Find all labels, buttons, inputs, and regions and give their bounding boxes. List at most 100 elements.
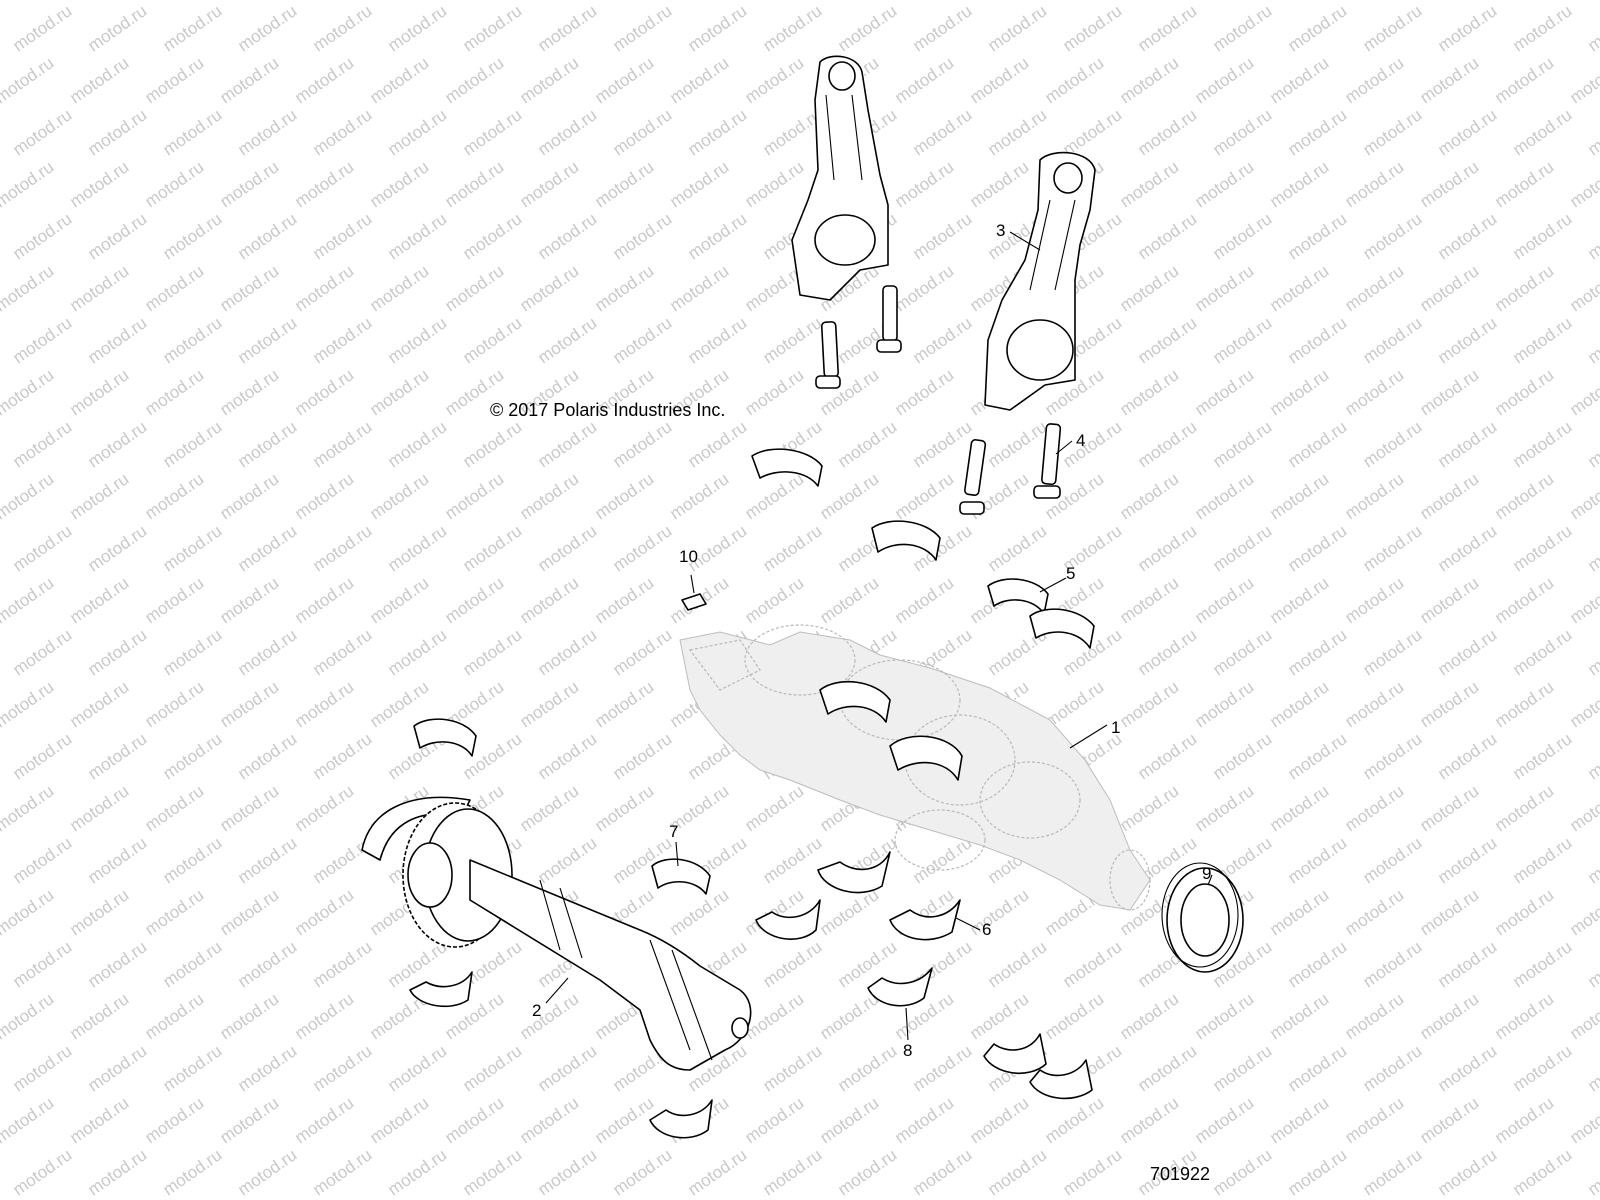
watermark-text: motod.ru bbox=[216, 1093, 282, 1147]
watermark-text: motod.ru bbox=[1059, 417, 1125, 471]
bearing-shell[interactable] bbox=[817, 851, 891, 894]
watermark-text: motod.ru bbox=[816, 0, 882, 3]
connecting-rod-left[interactable] bbox=[791, 55, 889, 301]
balance-shaft[interactable] bbox=[361, 796, 752, 1071]
watermark-text: motod.ru bbox=[9, 937, 75, 991]
watermark-text: motod.ru bbox=[966, 53, 1032, 107]
watermark-text: motod.ru bbox=[1209, 105, 1275, 159]
watermark-text: motod.ru bbox=[1434, 1145, 1500, 1199]
oil-seal[interactable] bbox=[1161, 862, 1244, 973]
watermark-text: motod.ru bbox=[984, 417, 1050, 471]
callout-7[interactable]: 7 bbox=[669, 822, 678, 841]
watermark-text: motod.ru bbox=[1116, 261, 1182, 315]
watermark-text: motod.ru bbox=[1509, 937, 1575, 991]
watermark-text: motod.ru bbox=[1434, 625, 1500, 679]
watermark-text: motod.ru bbox=[909, 1, 975, 55]
bearing-shell[interactable] bbox=[867, 967, 933, 1007]
bearing-shell[interactable] bbox=[649, 1099, 713, 1139]
watermark-text: motod.ru bbox=[1284, 1041, 1350, 1095]
watermark-text: motod.ru bbox=[309, 625, 375, 679]
bearing-shell[interactable] bbox=[751, 448, 823, 487]
bearing-shell[interactable] bbox=[983, 1033, 1047, 1074]
watermark-text: motod.ru bbox=[0, 157, 57, 211]
watermark-text: motod.ru bbox=[684, 1145, 750, 1199]
watermark-text: motod.ru bbox=[309, 209, 375, 263]
callout-1[interactable]: 1 bbox=[1111, 718, 1120, 737]
bearing-shell[interactable] bbox=[889, 735, 963, 781]
connecting-rod-right[interactable] bbox=[984, 151, 1096, 411]
watermark-text: motod.ru bbox=[441, 53, 507, 107]
bearing-shell[interactable] bbox=[871, 520, 941, 561]
bearing-shell[interactable] bbox=[755, 899, 821, 940]
watermark-text: motod.ru bbox=[1191, 989, 1257, 1043]
watermark-text: motod.ru bbox=[1266, 1093, 1332, 1147]
rod-bolt-1[interactable] bbox=[815, 321, 841, 389]
bearing-shell[interactable] bbox=[1029, 1059, 1093, 1100]
watermark-text: motod.ru bbox=[9, 105, 75, 159]
watermark-text: motod.ru bbox=[291, 573, 357, 627]
watermark-text: motod.ru bbox=[66, 781, 132, 835]
callout-3[interactable]: 3 bbox=[996, 221, 1005, 240]
callout-8[interactable]: 8 bbox=[903, 1041, 912, 1060]
crankshaft[interactable] bbox=[679, 624, 1151, 911]
watermark-text: motod.ru bbox=[384, 417, 450, 471]
bearing-shell[interactable] bbox=[889, 899, 961, 941]
callout-5[interactable]: 5 bbox=[1066, 564, 1075, 583]
watermark-text: motod.ru bbox=[1341, 365, 1407, 419]
watermark-text: motod.ru bbox=[1191, 157, 1257, 211]
callout-4[interactable]: 4 bbox=[1076, 431, 1085, 450]
watermark-text: motod.ru bbox=[384, 105, 450, 159]
callout-2[interactable]: 2 bbox=[532, 1001, 541, 1020]
drawing-number: 701922 bbox=[1150, 1164, 1210, 1184]
watermark-text: motod.ru bbox=[234, 209, 300, 263]
watermark-text: motod.ru bbox=[516, 781, 582, 835]
watermark-text: motod.ru bbox=[1566, 677, 1600, 731]
watermark-text: motod.ru bbox=[291, 469, 357, 523]
callout-6[interactable]: 6 bbox=[982, 920, 991, 939]
watermark-text: motod.ru bbox=[159, 209, 225, 263]
watermark-text: motod.ru bbox=[1191, 1093, 1257, 1147]
watermark-text: motod.ru bbox=[9, 833, 75, 887]
watermark-text: motod.ru bbox=[591, 573, 657, 627]
watermark-text: motod.ru bbox=[741, 53, 807, 107]
watermark-text: motod.ru bbox=[1416, 0, 1482, 3]
callout-9[interactable]: 9 bbox=[1202, 864, 1211, 883]
callout-10[interactable]: 10 bbox=[679, 547, 698, 566]
watermark-text: motod.ru bbox=[759, 521, 825, 575]
watermark-text: motod.ru bbox=[459, 417, 525, 471]
watermark-text: motod.ru bbox=[1134, 521, 1200, 575]
rod-bolt-2[interactable] bbox=[876, 285, 902, 353]
bearing-shell[interactable] bbox=[413, 718, 477, 757]
watermark-text: motod.ru bbox=[516, 469, 582, 523]
watermark-text: motod.ru bbox=[1059, 1145, 1125, 1199]
bearing-shell[interactable] bbox=[987, 578, 1049, 615]
watermark-text: motod.ru bbox=[141, 53, 207, 107]
watermark-text: motod.ru bbox=[141, 885, 207, 939]
watermark-text: motod.ru bbox=[1416, 1093, 1482, 1147]
watermark-text: motod.ru bbox=[1584, 209, 1600, 263]
watermark-text: motod.ru bbox=[0, 1093, 57, 1147]
watermark-text: motod.ru bbox=[591, 1093, 657, 1147]
bearing-shell[interactable] bbox=[651, 858, 711, 895]
rod-bolt-4[interactable] bbox=[1033, 423, 1062, 499]
watermark-text: motod.ru bbox=[1434, 313, 1500, 367]
watermark-text: motod.ru bbox=[1266, 885, 1332, 939]
watermark-text: motod.ru bbox=[366, 53, 432, 107]
watermark-text: motod.ru bbox=[216, 885, 282, 939]
bearing-shell[interactable] bbox=[1029, 608, 1095, 649]
watermark-text: motod.ru bbox=[534, 1, 600, 55]
watermark-text: motod.ru bbox=[1116, 573, 1182, 627]
watermark-text: motod.ru bbox=[1266, 989, 1332, 1043]
watermark-text: motod.ru bbox=[366, 0, 432, 3]
watermark-text: motod.ru bbox=[141, 157, 207, 211]
watermark-text: motod.ru bbox=[1584, 937, 1600, 991]
watermark-text: motod.ru bbox=[1434, 105, 1500, 159]
rod-bolt-3[interactable] bbox=[959, 439, 987, 515]
watermark-text: motod.ru bbox=[141, 469, 207, 523]
bearing-shell[interactable] bbox=[819, 680, 891, 723]
watermark-text: motod.ru bbox=[216, 677, 282, 731]
watermark-text: motod.ru bbox=[1284, 1145, 1350, 1199]
watermark-text: motod.ru bbox=[234, 1, 300, 55]
bearing-shell[interactable] bbox=[409, 971, 473, 1008]
woodruff-key[interactable] bbox=[681, 593, 707, 611]
